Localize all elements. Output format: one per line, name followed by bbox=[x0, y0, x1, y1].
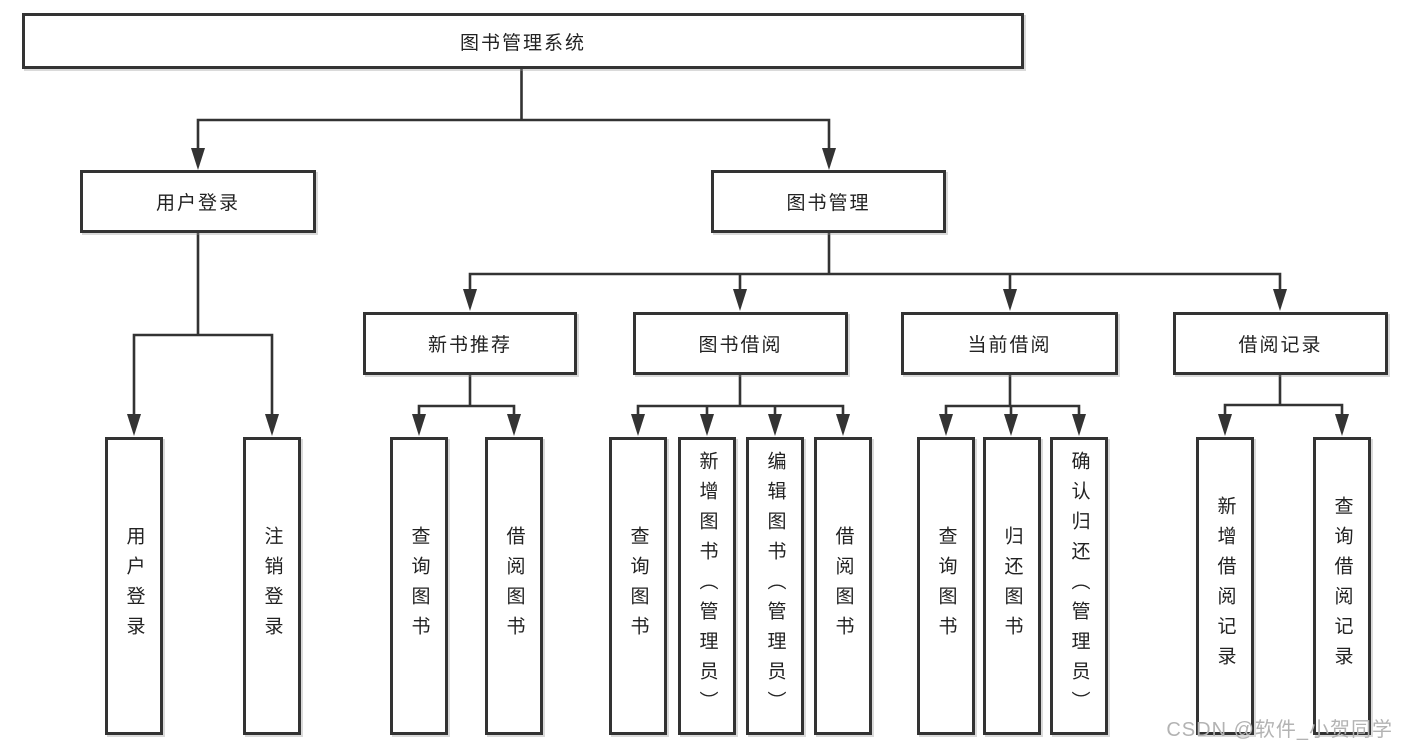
node-label: 用户登录 bbox=[123, 526, 145, 646]
arrow-down bbox=[1273, 289, 1287, 311]
arrow-down bbox=[412, 414, 426, 436]
arrow-down bbox=[1004, 414, 1018, 436]
node-user-login: 用户登录 bbox=[80, 170, 316, 233]
connector-current-borrow-branch bbox=[944, 374, 1081, 416]
leaf-return-book: 归还图书 bbox=[983, 437, 1041, 735]
arrow-down bbox=[1003, 289, 1017, 311]
watermark: CSDN @软件_小贺同学 bbox=[1166, 719, 1393, 741]
arrow-down bbox=[1072, 414, 1086, 436]
node-label: 新增图书（管理员） bbox=[696, 451, 718, 721]
arrow-down bbox=[822, 148, 836, 170]
connector-book-borrow-branch bbox=[636, 374, 845, 416]
arrow-down bbox=[463, 289, 477, 311]
node-borrowing-records: 借阅记录 bbox=[1173, 312, 1388, 375]
leaf-query-book-borrowing: 查询图书 bbox=[609, 437, 667, 735]
node-label: 借阅记录 bbox=[1238, 335, 1323, 356]
arrow-down bbox=[1335, 414, 1349, 436]
connector-borrow-records-branch bbox=[1223, 374, 1344, 416]
node-label: 新增借阅记录 bbox=[1214, 496, 1236, 676]
node-label: 编辑图书（管理员） bbox=[764, 451, 786, 721]
connector-root bbox=[196, 68, 831, 150]
leaf-borrow-book-borrowing: 借阅图书 bbox=[814, 437, 872, 735]
arrow-down bbox=[1218, 414, 1232, 436]
connector-user-login-branch bbox=[132, 232, 274, 416]
arrow-down bbox=[127, 414, 141, 436]
arrow-down bbox=[631, 414, 645, 436]
arrow-down bbox=[733, 289, 747, 311]
node-book-management: 图书管理 bbox=[711, 170, 946, 233]
node-library-management-system: 图书管理系统 bbox=[22, 13, 1024, 69]
node-label: 查询借阅记录 bbox=[1331, 496, 1353, 676]
arrow-down bbox=[265, 414, 279, 436]
node-label: 图书借阅 bbox=[698, 335, 783, 356]
connector-new-book-branch bbox=[417, 374, 516, 416]
leaf-borrow-book-recommend: 借阅图书 bbox=[485, 437, 543, 735]
leaf-query-borrow-record: 查询借阅记录 bbox=[1313, 437, 1371, 735]
node-label: 当前借阅 bbox=[967, 335, 1052, 356]
arrow-down bbox=[700, 414, 714, 436]
node-book-borrowing: 图书借阅 bbox=[633, 312, 848, 375]
node-label: 查询图书 bbox=[408, 526, 430, 646]
leaf-edit-book-admin: 编辑图书（管理员） bbox=[746, 437, 804, 735]
leaf-logout: 注销登录 bbox=[243, 437, 301, 735]
leaf-user-login: 用户登录 bbox=[105, 437, 163, 735]
leaf-query-book-recommend: 查询图书 bbox=[390, 437, 448, 735]
node-label: 归还图书 bbox=[1001, 526, 1023, 646]
connector-book-management-branch bbox=[468, 232, 1282, 291]
node-current-borrowing: 当前借阅 bbox=[901, 312, 1118, 375]
node-label: 图书管理 bbox=[786, 193, 871, 214]
node-label: 借阅图书 bbox=[832, 526, 854, 646]
leaf-query-book-current: 查询图书 bbox=[917, 437, 975, 735]
leaf-confirm-return-admin: 确认归还（管理员） bbox=[1050, 437, 1108, 735]
node-label: 图书管理系统 bbox=[459, 32, 586, 54]
arrow-down bbox=[507, 414, 521, 436]
leaf-add-borrow-record: 新增借阅记录 bbox=[1196, 437, 1254, 735]
node-label: 借阅图书 bbox=[503, 526, 525, 646]
arrow-down bbox=[939, 414, 953, 436]
node-label: 注销登录 bbox=[261, 526, 283, 646]
arrow-down bbox=[836, 414, 850, 436]
arrow-down bbox=[191, 148, 205, 170]
node-label: 新书推荐 bbox=[427, 335, 512, 356]
node-label: 确认归还（管理员） bbox=[1068, 451, 1090, 721]
node-label: 查询图书 bbox=[627, 526, 649, 646]
leaf-add-book-admin: 新增图书（管理员） bbox=[678, 437, 736, 735]
node-label: 查询图书 bbox=[935, 526, 957, 646]
node-new-book-recommendation: 新书推荐 bbox=[363, 312, 577, 375]
node-label: 用户登录 bbox=[155, 193, 240, 214]
arrow-down bbox=[768, 414, 782, 436]
